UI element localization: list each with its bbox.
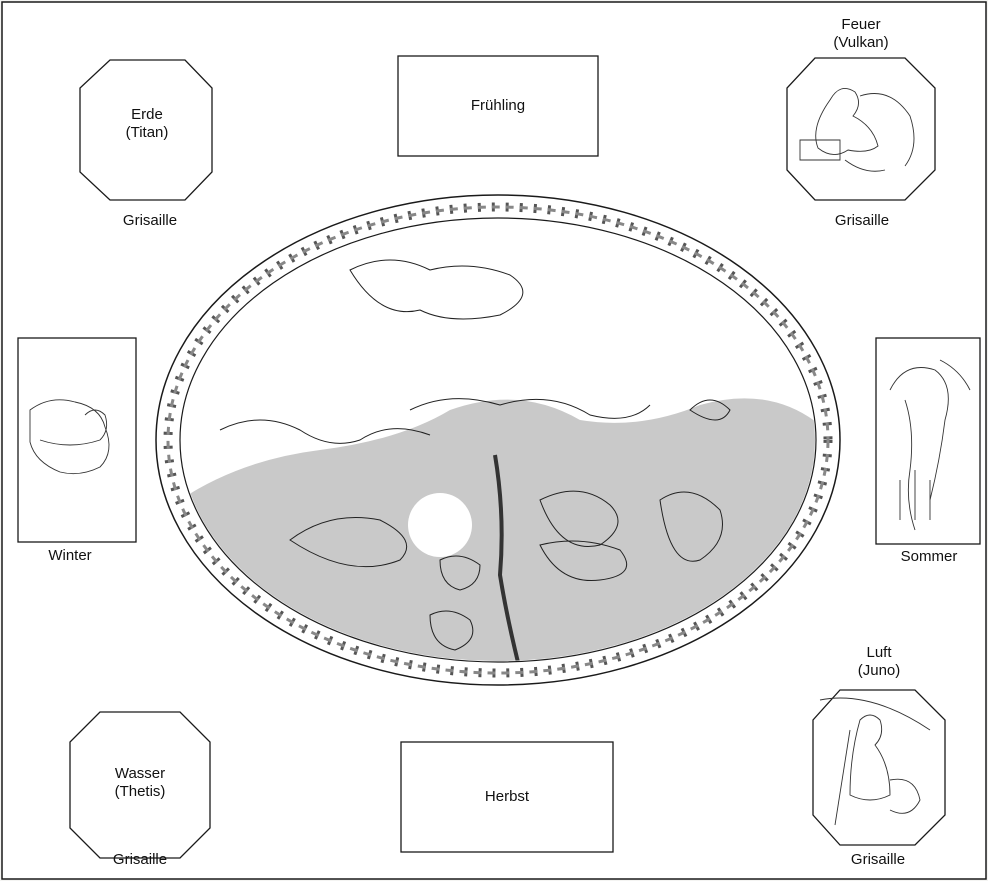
wasser-caption: Grisaille bbox=[90, 851, 190, 868]
winter-panel bbox=[18, 338, 136, 542]
erde-caption: Grisaille bbox=[100, 212, 200, 229]
feuer-caption: Grisaille bbox=[812, 212, 912, 229]
fruehling-title: Frühling bbox=[428, 97, 568, 114]
feuer-label: Feuer (Vulkan) bbox=[806, 16, 916, 52]
erde-title: Erde bbox=[92, 106, 202, 124]
sommer-caption: Sommer bbox=[876, 548, 982, 565]
central-fresco bbox=[156, 195, 840, 690]
erde-subtitle: (Titan) bbox=[92, 124, 202, 142]
moon bbox=[408, 493, 472, 557]
winter-caption: Winter bbox=[20, 547, 120, 564]
herbst-title: Herbst bbox=[437, 788, 577, 805]
luft-octagon bbox=[813, 690, 945, 845]
feuer-subtitle: (Vulkan) bbox=[806, 34, 916, 52]
wasser-subtitle: (Thetis) bbox=[85, 783, 195, 801]
erde-label: Erde (Titan) bbox=[92, 106, 202, 142]
wasser-label: Wasser (Thetis) bbox=[85, 765, 195, 801]
sommer-panel bbox=[876, 338, 980, 544]
feuer-title: Feuer bbox=[806, 16, 916, 34]
luft-title: Luft bbox=[824, 644, 934, 662]
wasser-title: Wasser bbox=[85, 765, 195, 783]
luft-label: Luft (Juno) bbox=[824, 644, 934, 680]
luft-subtitle: (Juno) bbox=[824, 662, 934, 680]
luft-caption: Grisaille bbox=[828, 851, 928, 868]
